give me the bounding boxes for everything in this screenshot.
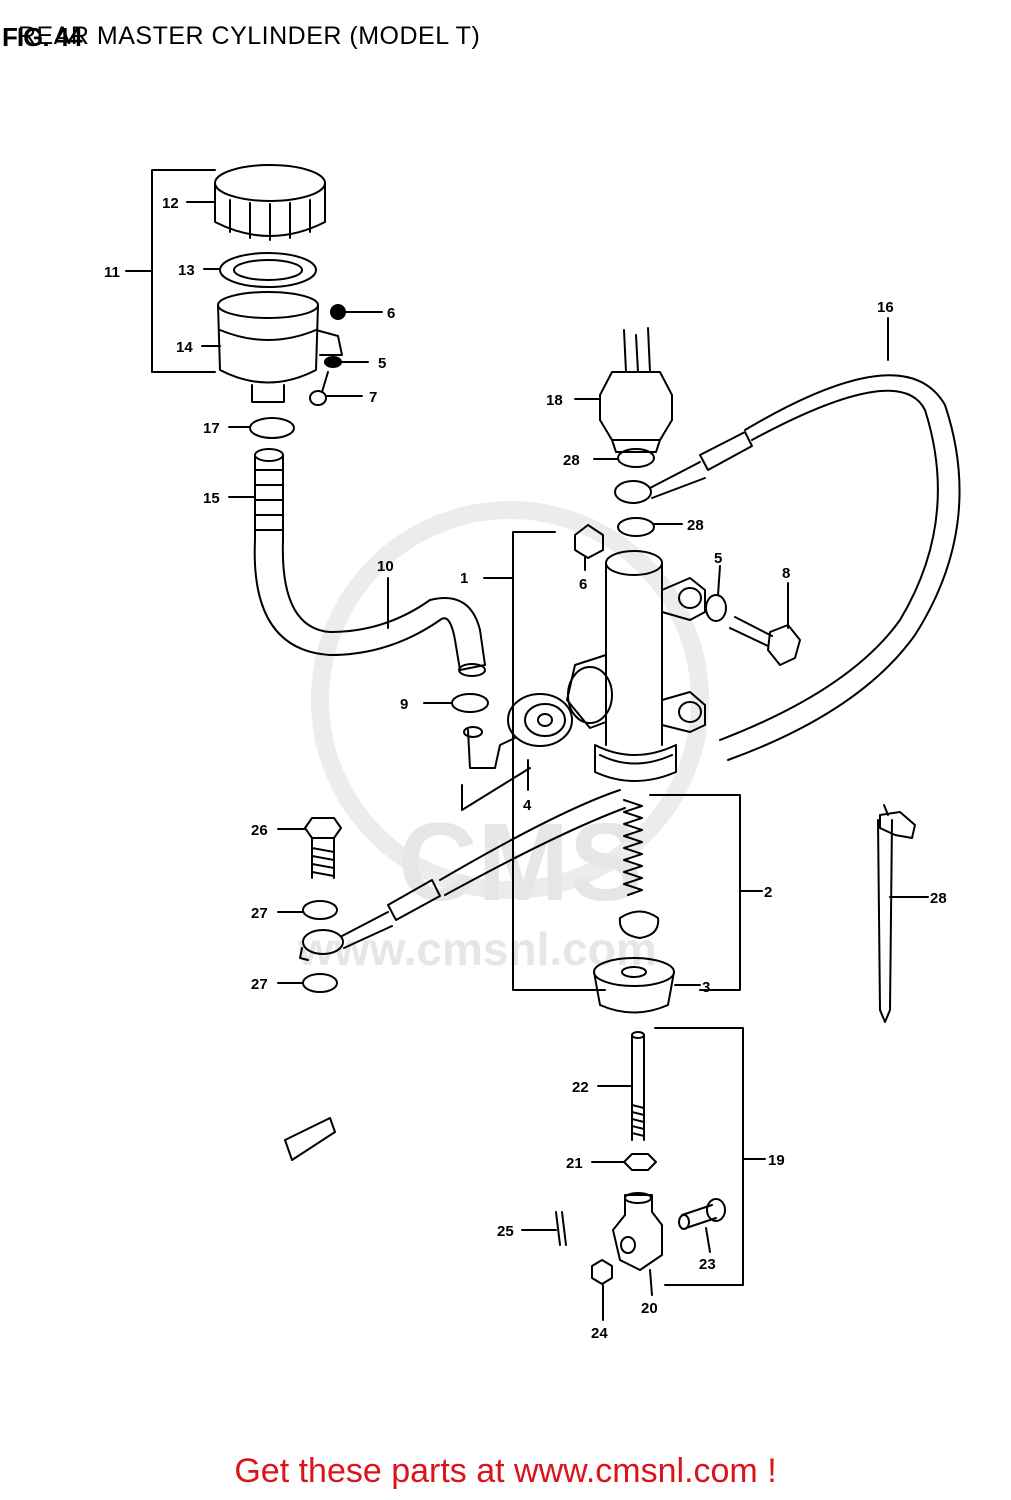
- callout: 25: [497, 1223, 514, 1240]
- callout: 26: [251, 822, 268, 839]
- footer-parts-link[interactable]: Get these parts at www.cmsnl.com !: [234, 1452, 777, 1490]
- callout: 20: [641, 1300, 658, 1317]
- push-rod: [631, 1031, 645, 1141]
- reservoir-body: [217, 291, 343, 403]
- callout: 5: [714, 550, 722, 567]
- callout: 24: [591, 1325, 608, 1342]
- callout: 17: [203, 420, 220, 437]
- cable-tie: [877, 804, 916, 1023]
- callout: 2: [764, 884, 772, 901]
- callout: 6: [579, 576, 587, 593]
- callout: 10: [377, 558, 394, 575]
- mount-washer-upper: [324, 356, 342, 368]
- front-direction-arrow: [284, 1117, 336, 1161]
- exploded-parts-diagram: CMS www.cmsnl.com: [104, 164, 961, 1342]
- cotter-nut: [591, 1259, 613, 1285]
- clevis-pin: [678, 1198, 726, 1230]
- callout: 7: [369, 389, 377, 406]
- callout: 18: [546, 392, 563, 409]
- callout: 16: [877, 299, 894, 316]
- watermark-brand: CMS: [398, 801, 642, 924]
- callout: 4: [523, 797, 532, 814]
- master-cylinder-body: [566, 550, 706, 782]
- brake-light-switch: [599, 327, 673, 453]
- brake-hose-lower: [299, 789, 626, 961]
- hose-clamp-lower: [451, 693, 489, 713]
- mount-bolt-upper: [309, 371, 329, 406]
- callout: 19: [768, 1152, 785, 1169]
- callout: 22: [572, 1079, 589, 1096]
- callout: 23: [699, 1256, 716, 1273]
- dust-boot: [593, 957, 675, 1014]
- callout: 28: [687, 517, 704, 534]
- callout: 3: [702, 979, 710, 996]
- callout: 15: [203, 490, 220, 507]
- callout: 12: [162, 195, 179, 212]
- callout: 11: [104, 264, 120, 281]
- push-rod-nut: [623, 1153, 657, 1171]
- callout: 14: [176, 339, 193, 356]
- cotter-pin: [555, 1211, 567, 1246]
- hose-clamp-top: [249, 417, 295, 439]
- figure-title: REAR MASTER CYLINDER (MODEL T): [18, 22, 481, 50]
- mount-washer-lower: [705, 594, 727, 622]
- union-nut: [574, 524, 604, 559]
- callout: 6: [387, 305, 395, 322]
- banjo-washer-lower: [302, 973, 338, 993]
- callout: 8: [782, 565, 790, 582]
- mount-nut-upper: [330, 304, 346, 320]
- callout: 13: [178, 262, 195, 279]
- mount-bolt-lower: [729, 616, 801, 666]
- callout: 5: [378, 355, 386, 372]
- piston-spring: [623, 799, 643, 896]
- callout: 1: [460, 570, 468, 587]
- piston-group-bracket: [649, 794, 741, 991]
- figure-number: FIG. 44: [2, 22, 83, 52]
- callout: 9: [400, 696, 408, 713]
- sealing-washer-lower: [617, 517, 655, 537]
- callout: 27: [251, 905, 268, 922]
- callout: 28: [930, 890, 947, 907]
- clevis: [612, 1192, 663, 1271]
- master-cylinder-group-bracket: [512, 531, 606, 991]
- reservoir-diaphragm: [219, 252, 317, 288]
- callout: 27: [251, 976, 268, 993]
- union-bolt: [304, 817, 342, 879]
- banjo-washer-upper: [302, 900, 338, 920]
- callout: 21: [566, 1155, 583, 1172]
- reservoir-connector: [461, 693, 573, 811]
- brake-hose-upper: [614, 374, 961, 761]
- rod-group-bracket: [654, 1027, 744, 1286]
- reservoir-hose: [253, 448, 486, 677]
- watermark: CMS www.cmsnl.com: [297, 501, 709, 975]
- reservoir-cap: [214, 164, 326, 241]
- callout: 28: [563, 452, 580, 469]
- callout-labels: 1 2 3 4 5 5 6 6 7 8 9 10 11 12 13 14 15 …: [104, 195, 947, 1342]
- circlip: [618, 910, 660, 939]
